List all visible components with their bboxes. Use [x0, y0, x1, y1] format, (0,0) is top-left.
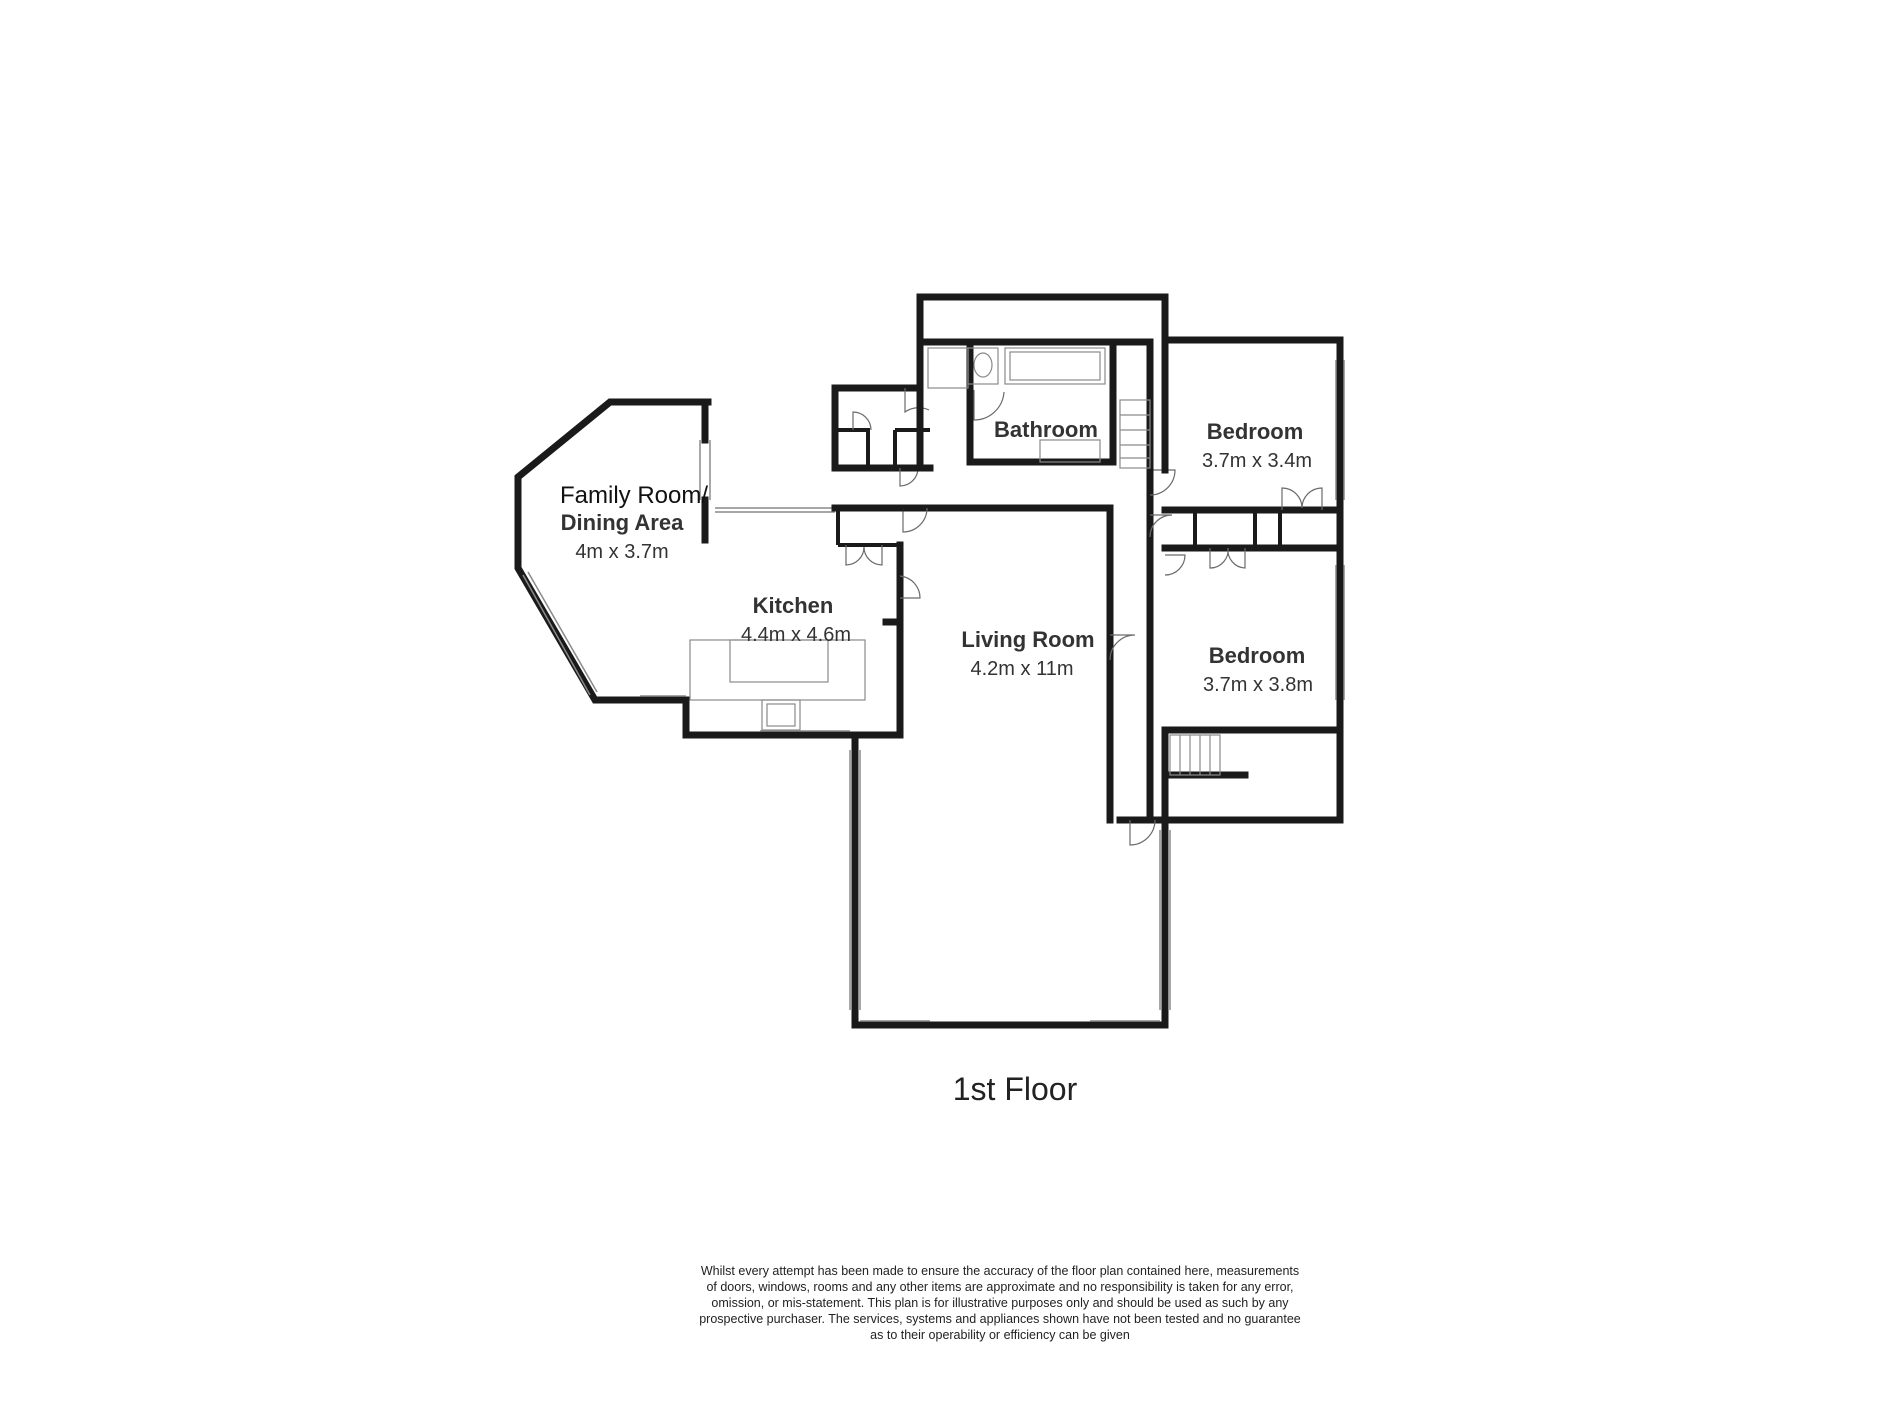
family-room-name-line2: Dining Area	[561, 510, 684, 535]
room-labels: Family Room/ Dining Area 4m x 3.7m Kitch…	[560, 417, 1313, 1107]
disclaimer-text: Whilst every attempt has been made to en…	[630, 1263, 1370, 1343]
bedroom-1-size: 3.7m x 3.4m	[1202, 450, 1312, 472]
bedroom-2-name: Bedroom	[1209, 643, 1306, 668]
disclaimer-line: Whilst every attempt has been made to en…	[700, 1264, 1300, 1278]
family-room-name: Family Room/	[560, 482, 708, 509]
disclaimer-line: as to their operability or efficiency ca…	[870, 1328, 1130, 1342]
kitchen-size: 4.4m x 4.6m	[741, 624, 851, 646]
disclaimer-line: prospective purchaser. The services, sys…	[699, 1312, 1301, 1326]
floor-label: 1st Floor	[953, 1071, 1078, 1107]
living-room-size: 4.2m x 11m	[971, 658, 1074, 680]
bedroom-walls	[1161, 336, 1345, 824]
disclaimer-line: omission, or mis-statement. This plan is…	[711, 1296, 1289, 1310]
bathroom-name: Bathroom	[994, 417, 1098, 442]
living-room-name: Living Room	[961, 627, 1094, 652]
disclaimer-line: of doors, windows, rooms and any other i…	[706, 1280, 1294, 1294]
family-room-size: 4m x 3.7m	[575, 541, 668, 563]
kitchen-name: Kitchen	[753, 593, 834, 618]
bathroom-walls	[916, 293, 1169, 474]
family-room-walls	[514, 398, 835, 704]
bedroom-1-name: Bedroom	[1207, 419, 1304, 444]
kitchen-walls	[636, 508, 921, 739]
bedroom-2-size: 3.7m x 3.8m	[1203, 674, 1313, 696]
